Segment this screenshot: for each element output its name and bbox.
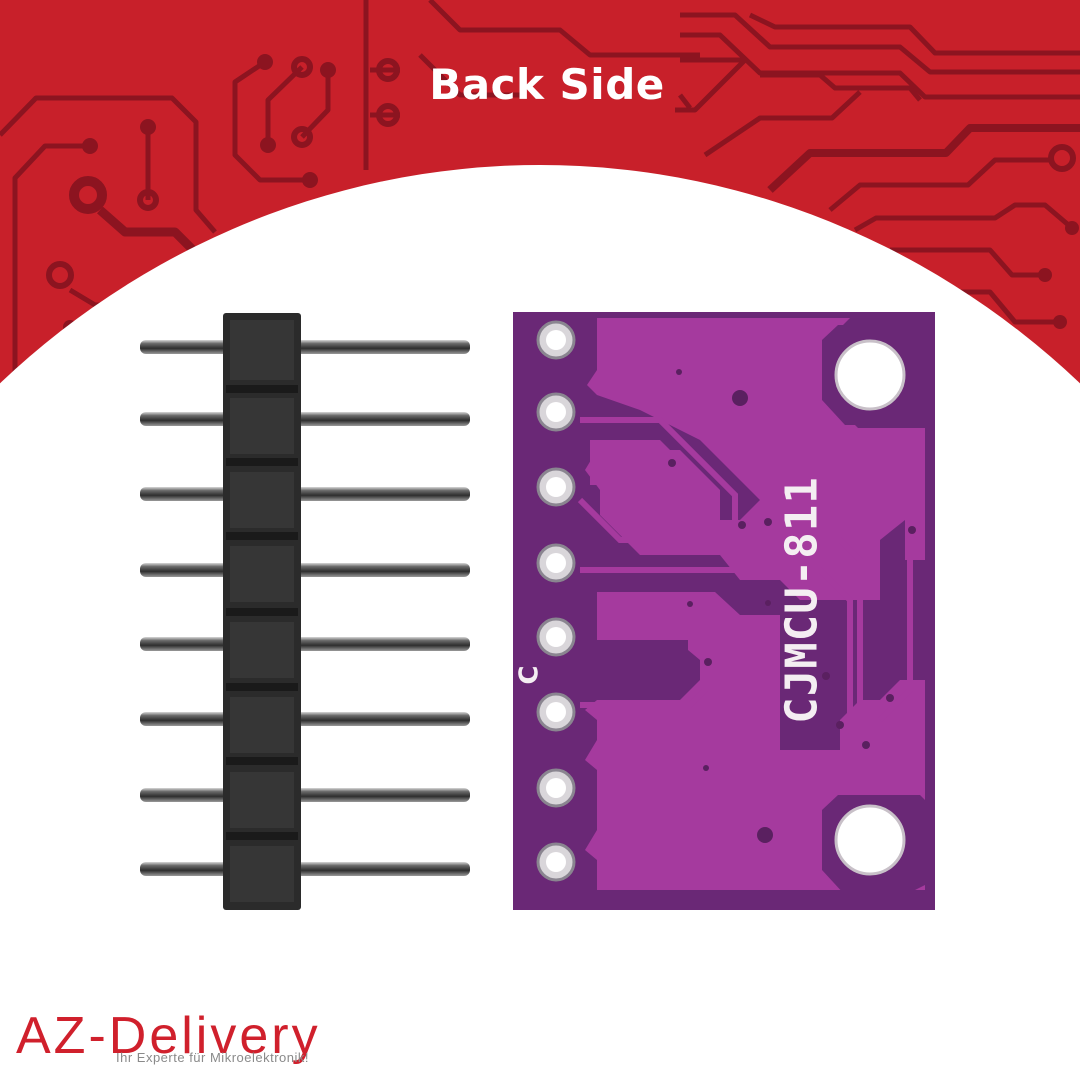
page-title: Back Side [429,60,665,109]
board-model-label: CJMCU-811 [776,476,828,724]
brand-logo: AZ-Delivery Ihr Experte für Mikroelektro… [16,1007,321,1065]
board-corner-mark: C [514,665,545,685]
pcb-pin-holes [536,320,576,882]
header-pin [140,340,470,354]
brand-name: AZ-Delivery [16,1007,321,1065]
brand-tagline: Ihr Experte für Mikroelektronik! [116,1050,310,1065]
